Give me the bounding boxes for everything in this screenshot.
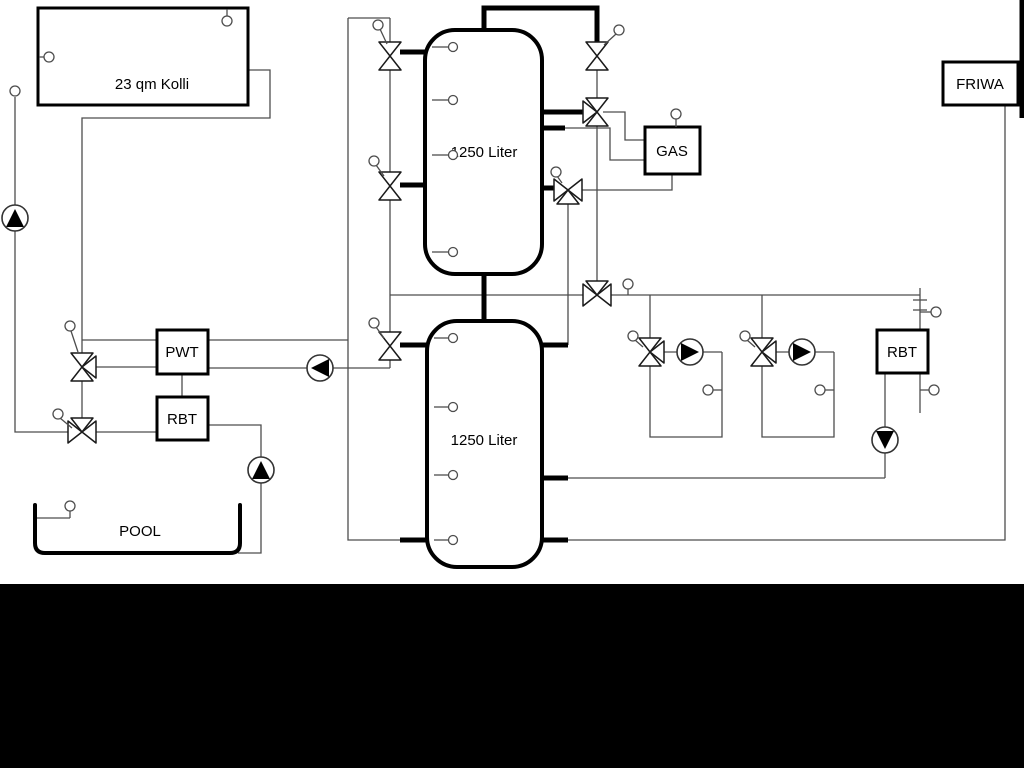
gas-body bbox=[643, 125, 702, 176]
sensor-rbt-right-top bbox=[920, 306, 942, 318]
valve-tank2-top-left bbox=[378, 331, 402, 361]
pipe-pool-loop bbox=[208, 424, 262, 554]
sensors bbox=[9, 9, 942, 546]
pool-outline bbox=[33, 503, 242, 555]
sensor-circuit2-return bbox=[814, 384, 834, 396]
threeway-valve-solar-pwt bbox=[70, 352, 97, 382]
pipe-gas-return bbox=[565, 127, 645, 161]
sensor-tank2-3 bbox=[434, 469, 459, 481]
pool-shape: POOL bbox=[33, 503, 242, 555]
pwt-body bbox=[155, 328, 210, 376]
pipe-circuit2-loop bbox=[761, 352, 835, 438]
threeway-valve-tank1-right bbox=[553, 178, 583, 205]
sensor-header-valve bbox=[622, 278, 634, 295]
threeway-valve-boiler bbox=[582, 97, 609, 127]
friwa-box: FRIWA bbox=[941, 60, 1020, 107]
sensor-tank2-4 bbox=[434, 534, 459, 546]
pipe-gas-bottom bbox=[582, 174, 673, 191]
sensor-collector-left bbox=[39, 51, 55, 63]
sensor-tank1-4 bbox=[432, 246, 459, 258]
mixing-valve-circuit1 bbox=[638, 337, 665, 367]
sensor-gas-top bbox=[670, 108, 682, 127]
tank1-body bbox=[423, 28, 544, 276]
sensor-pool bbox=[64, 500, 76, 518]
pump-circuit1 bbox=[676, 338, 704, 366]
sensor-mix-valve2 bbox=[739, 330, 756, 348]
sensor-collector-top bbox=[221, 9, 233, 27]
pipe-circuit1-loop bbox=[649, 352, 723, 438]
sensor-tank2-2 bbox=[434, 401, 459, 413]
tank2-label: 1250 Liter bbox=[451, 432, 518, 449]
buffer-tank-bottom: 1250 Liter bbox=[425, 319, 544, 569]
friwa-body bbox=[941, 60, 1020, 107]
sensor-boiler-valve bbox=[603, 24, 625, 46]
sensor-pwt-supply bbox=[64, 320, 79, 353]
sensor-mix-valve1 bbox=[627, 330, 644, 348]
threeway-valve-header bbox=[582, 280, 612, 307]
pumps bbox=[1, 204, 899, 484]
mixing-valve-circuit2 bbox=[750, 337, 777, 367]
pipe-friwa-return bbox=[568, 105, 1006, 541]
rbt-left-body bbox=[155, 395, 210, 442]
tank2-body bbox=[425, 319, 544, 569]
pump-pwt bbox=[306, 354, 334, 382]
sensor-pool-valve bbox=[52, 408, 73, 429]
valve-boiler-top bbox=[585, 41, 609, 71]
sensor-tank1-1 bbox=[432, 41, 459, 53]
footer-bar bbox=[0, 584, 1024, 768]
pump-circuit2 bbox=[788, 338, 816, 366]
rbt-left-box: RBT bbox=[155, 395, 210, 442]
friwa-label: FRIWA bbox=[956, 76, 1004, 93]
threeway-valve-pool bbox=[67, 417, 97, 444]
sensor-solar-return bbox=[9, 85, 21, 97]
pipe-tank1-top bbox=[481, 5, 600, 44]
pwt-label: PWT bbox=[165, 344, 198, 361]
collector-box: 23 qm Kolli bbox=[36, 6, 250, 107]
rbt-right-body bbox=[875, 328, 930, 375]
collector-body bbox=[36, 6, 250, 107]
pump-rbt-right bbox=[871, 426, 899, 454]
tank1-label: 1250 Liter bbox=[451, 144, 518, 161]
sensor-tank1-2 bbox=[432, 94, 459, 106]
rbt-right-box: RBT bbox=[875, 328, 930, 375]
sensor-valve3 bbox=[368, 317, 385, 339]
sensor-circuit1-return bbox=[702, 384, 722, 396]
valve-tank1-mid-left bbox=[378, 171, 402, 201]
rbt-right-label: RBT bbox=[887, 344, 917, 361]
rbt-left-label: RBT bbox=[167, 411, 197, 428]
pool-label: POOL bbox=[119, 523, 161, 540]
pipe-riser-left bbox=[347, 18, 400, 541]
valves bbox=[67, 41, 777, 444]
pump-pool bbox=[247, 456, 275, 484]
pwt-box: PWT bbox=[155, 328, 210, 376]
valve-tank1-top-left bbox=[378, 41, 402, 71]
pump-solar bbox=[1, 204, 29, 232]
pipe-gas-supply bbox=[603, 111, 645, 141]
gas-box: GAS bbox=[643, 125, 702, 176]
sensor-tank2-1 bbox=[434, 332, 459, 344]
sensor-valve1 bbox=[372, 19, 388, 45]
sensor-rbt-right-bottom bbox=[920, 384, 940, 396]
pipe-collector-supply bbox=[81, 69, 271, 353]
collector-label: 23 qm Kolli bbox=[115, 76, 189, 93]
sensor-tank1-3 bbox=[432, 149, 459, 161]
sensor-tank1-right-valve bbox=[550, 166, 563, 184]
gas-label: GAS bbox=[656, 143, 688, 160]
buffer-tank-top: 1250 Liter bbox=[423, 28, 544, 276]
sensor-valve2 bbox=[368, 155, 385, 177]
